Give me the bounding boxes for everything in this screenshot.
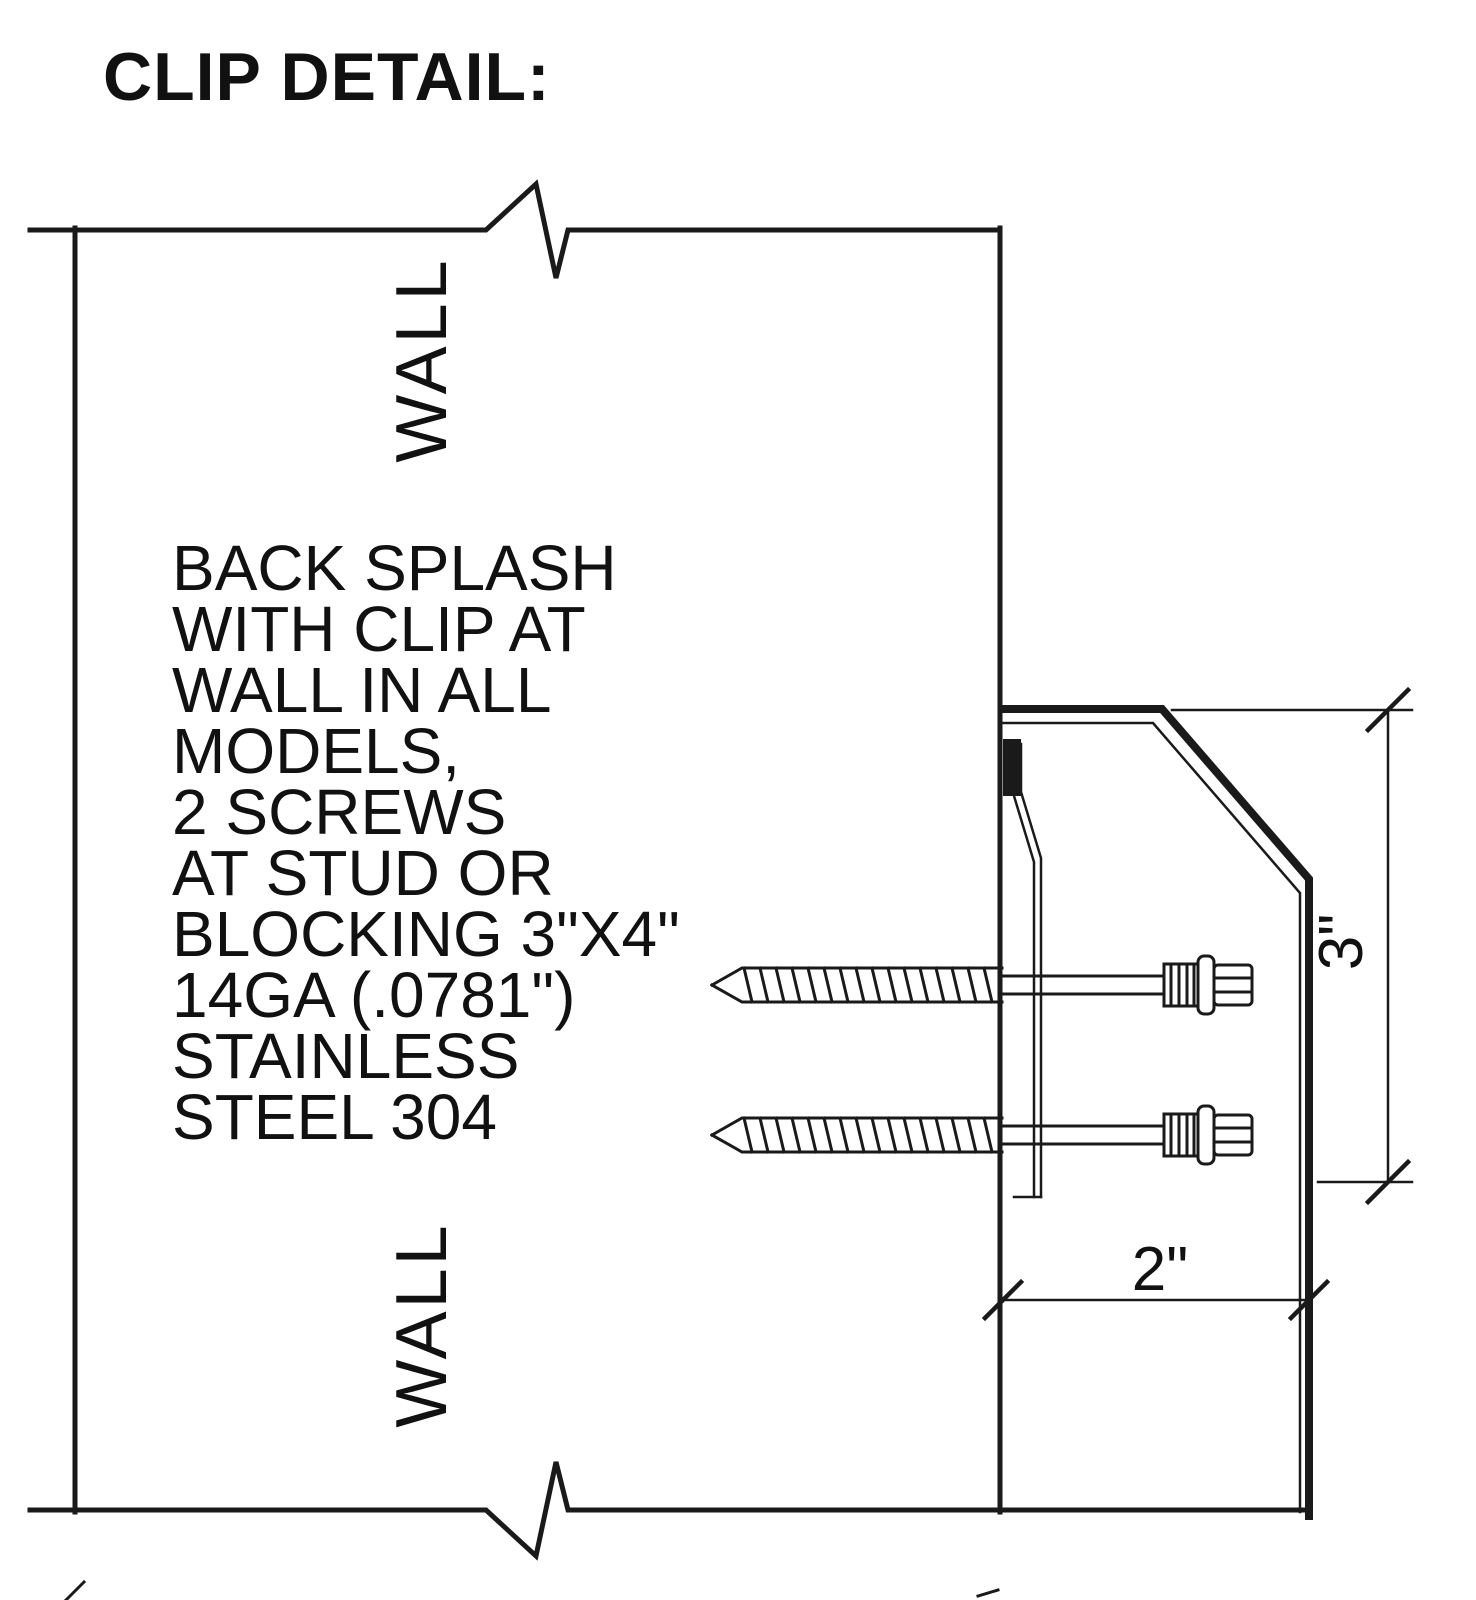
annotation-block: BACK SPLASH WITH CLIP AT WALL IN ALL MOD… [172,532,680,1153]
wall-label-bottom: WALL [382,1222,462,1427]
dim-height-tick-bottom [1364,1158,1412,1206]
dim-height-label: 3" [1307,914,1376,971]
backsplash-outer-profile [999,705,1313,1520]
clip-profile-inner-line [1019,742,1043,1199]
dim-depth-tick-left [981,1278,1025,1322]
dim-height-tick-top [1364,686,1412,734]
wall-section-top-line [27,179,1003,279]
annotation-line: 14GA (.0781") [172,959,575,1031]
wall-label-top: WALL [382,257,462,462]
annotation-line: STEEL 304 [172,1081,497,1153]
clip-profile-outer-line [1012,742,1036,1199]
dim-depth-tick-right [1287,1278,1331,1322]
annotation-line: WALL IN ALL [172,654,551,726]
annotation-line: AT STUD OR [172,837,554,909]
page-title: CLIP DETAIL: [103,39,551,115]
annotation-line: MODELS, [172,715,460,787]
annotation-line: WITH CLIP AT [172,593,586,665]
annotation-line: STAINLESS [172,1020,519,1092]
dim-depth-label: 2" [1132,1235,1189,1304]
annotation-line: BACK SPLASH [172,532,617,604]
lower-screw [710,1104,1254,1166]
cropped-edge-marks [63,1579,1000,1600]
upper-screw [710,954,1254,1016]
backsplash-hem-fill [1003,739,1021,796]
backsplash-inner-line [1001,721,1302,1514]
annotation-line: BLOCKING 3"X4" [172,898,680,970]
annotation-line: 2 SCREWS [172,776,506,848]
wall-section-bottom-line [27,1461,1311,1561]
